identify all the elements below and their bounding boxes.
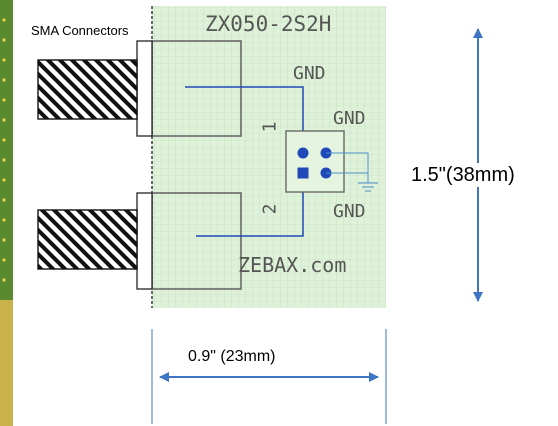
pin-2-label: 2 xyxy=(259,203,281,215)
width-dimension-label: 0.9" (23mm) xyxy=(188,348,276,365)
board-edge-strip xyxy=(0,0,13,426)
pin-header xyxy=(285,130,345,193)
height-dimension-label: 1.5"(38mm) xyxy=(411,163,515,187)
module-board xyxy=(151,6,386,308)
width-dimension xyxy=(151,329,387,424)
sma-connector-1 xyxy=(37,40,153,137)
gnd-label-right-top: GND xyxy=(333,108,366,129)
gnd-label-top: GND xyxy=(293,63,326,84)
sma-connector-2 xyxy=(37,192,153,290)
ground-symbol xyxy=(326,152,378,192)
gnd-label-right-bottom: GND xyxy=(333,201,366,222)
pin-1-label: 1 xyxy=(259,121,281,133)
connectors-label: SMA Connectors xyxy=(29,23,131,38)
signal-trace-2 xyxy=(196,173,304,237)
brand-label: ZEBAX.com xyxy=(238,253,347,277)
part-number: ZX050-2S2H xyxy=(205,12,332,36)
